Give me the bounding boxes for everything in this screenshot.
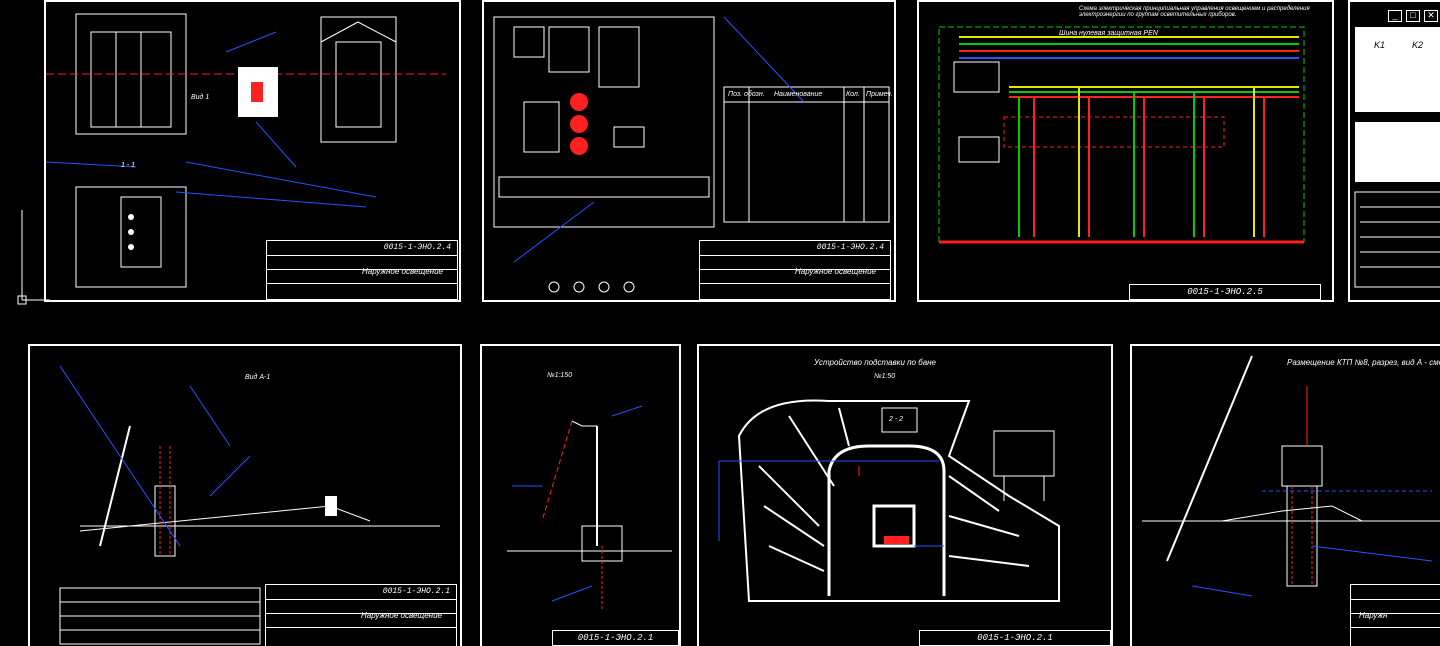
view-1150-label: №1:150 [547, 372, 573, 379]
sheet-code: 0015-1-ЭНО.2.4 [816, 243, 884, 252]
table-header-name: Наименование [774, 91, 823, 98]
sheet-name: Наружное освещение [361, 611, 442, 620]
table-header-qty: Кол. [846, 91, 860, 98]
n50-label: №1:50 [874, 373, 896, 380]
sheet-name: Наружное освещение [795, 267, 876, 276]
title-block[interactable]: 0015-1-ЭНО.2.1 Наружное освещение [265, 584, 457, 646]
node-a1-label: Вид А-1 [245, 374, 271, 381]
ucs-icon [17, 210, 50, 305]
sheet-code: 0015-1-ЭНО.2.5 [1129, 284, 1321, 300]
title-block[interactable]: Наружн [1350, 584, 1440, 646]
circuit-title: Схема электрическая принципиальная управ… [1079, 6, 1310, 18]
section-11-label: 1 - 1 [121, 162, 136, 169]
sheet-name: Наружн [1359, 611, 1388, 620]
drawing-sheet-4[interactable]: _ □ ✕ K1 K2 [1348, 0, 1440, 302]
table-header-pos: Поз. обозн. [728, 91, 765, 98]
sheet-code: 0015-1-ЭНО.2.4 [383, 243, 451, 252]
view-1-label: Вид 1 [191, 94, 210, 101]
drawing-sheet-1[interactable]: Вид 1 1 - 1 0015-1-ЭНО.2.4 Наружное осве… [44, 0, 461, 302]
k2-label: K2 [1412, 40, 1424, 50]
drawing-sheet-5[interactable]: Вид А-1 0015-1-ЭНО.2.1 Наружное освещени… [28, 344, 462, 646]
viewport-window-controls: _ □ ✕ [1388, 10, 1438, 22]
sheet-5-drawing [59, 365, 440, 645]
drawing-sheet-7[interactable]: Устройство подставки по бане №1:50 2 - 2… [697, 344, 1113, 646]
sheet-code: 0015-1-ЭНО.2.1 [382, 587, 450, 596]
sheet-6-drawing [507, 405, 672, 611]
drawing-sheet-8[interactable]: Размещение КТП №8, разрез, вид А - смотр… [1130, 344, 1440, 646]
sheet-8-drawing [1142, 355, 1440, 597]
title-block[interactable]: 0015-1-ЭНО.2.4 Наружное освещение [266, 240, 458, 300]
sheet-3-circuit [938, 26, 1305, 244]
sheet-7-drawing [718, 399, 1060, 602]
drawing-sheet-2[interactable]: Поз. обозн. Наименование Кол. Примеч. 00… [482, 0, 896, 302]
sheet-1-drawing [46, 13, 446, 288]
sheet-name: Наружное освещение [362, 267, 443, 276]
minimize-button[interactable]: _ [1388, 10, 1402, 22]
drawing-sheet-6[interactable]: №1:150 0015-1-ЭНО.2.1 [480, 344, 681, 646]
section-22-label: 2 - 2 [889, 416, 904, 423]
restore-button[interactable]: □ [1406, 10, 1420, 22]
drawing-sheet-3[interactable]: Схема электрическая принципиальная управ… [917, 0, 1334, 302]
placement-title: Размещение КТП №8, разрез, вид А - смотр… [1287, 358, 1440, 367]
bus-label: Шина нулевая защитная PEN [1059, 30, 1158, 37]
mounting-title: Устройство подставки по бане [814, 358, 936, 367]
sheet-4-drawing [1354, 27, 1440, 288]
k1-label: K1 [1374, 40, 1386, 50]
close-button[interactable]: ✕ [1424, 10, 1438, 22]
title-block[interactable]: 0015-1-ЭНО.2.4 Наружное освещение [699, 240, 891, 300]
sheet-2-drawing [493, 16, 890, 293]
table-header-note: Примеч. [866, 91, 893, 98]
